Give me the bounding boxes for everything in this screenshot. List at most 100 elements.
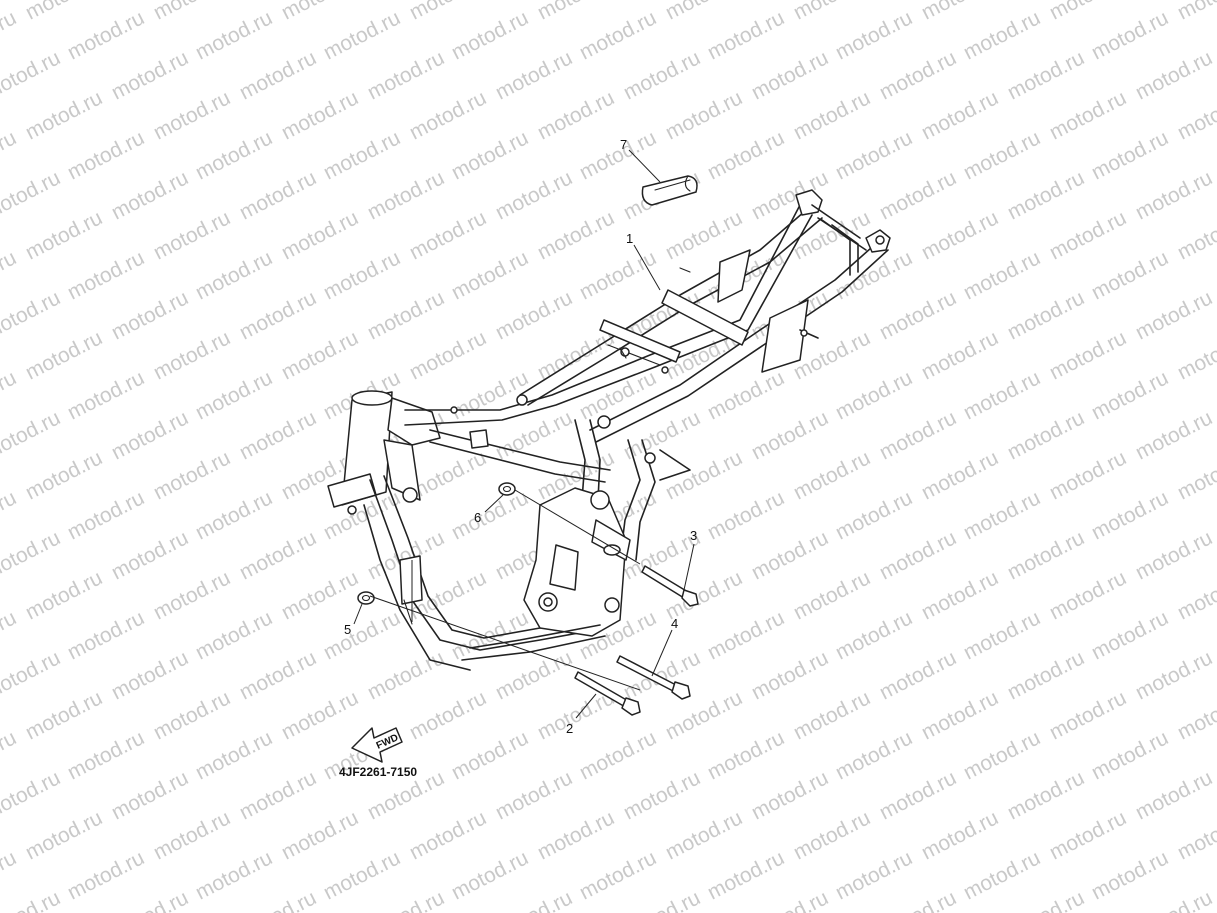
watermark-text: motod.ru — [620, 766, 704, 824]
watermark-text: motod.ru — [150, 206, 234, 264]
callout-1: 1 — [626, 231, 633, 246]
watermark-text: motod.ru — [748, 766, 832, 824]
watermark-text: motod.ru — [278, 206, 362, 264]
watermark-text: motod.ru — [1088, 246, 1172, 304]
watermark-text: motod.ru — [1132, 46, 1216, 104]
watermark-text: motod.ru — [1132, 286, 1216, 344]
watermark-text: motod.ru — [704, 726, 788, 784]
watermark-text: motod.ru — [150, 446, 234, 504]
watermark-text: motod.ru — [960, 486, 1044, 544]
watermark-text: motod.ru — [918, 446, 1002, 504]
watermark-text: motod.ru — [534, 0, 618, 24]
watermark-text: motod.ru — [492, 166, 576, 224]
watermark-text: motod.ru — [364, 886, 448, 913]
watermark-text: motod.ru — [620, 46, 704, 104]
watermark-text: motod.ru — [1088, 486, 1172, 544]
watermark-text: motod.ru — [918, 206, 1002, 264]
part-2-bolt[interactable] — [574, 671, 641, 716]
watermark-text: motod.ru — [1088, 126, 1172, 184]
part-7-cover[interactable] — [641, 175, 698, 206]
watermark-text: motod.ru — [364, 166, 448, 224]
watermark-text: motod.ru — [918, 686, 1002, 744]
watermark-text: motod.ru — [790, 86, 874, 144]
watermark-text: motod.ru — [876, 166, 960, 224]
watermark-text: motod.ru — [832, 126, 916, 184]
watermark-text: motod.ru — [832, 846, 916, 904]
watermark-text: motod.ru — [64, 726, 148, 784]
part-4-bolt[interactable] — [616, 655, 691, 700]
part-1-frame[interactable] — [327, 189, 891, 671]
watermark-text: motod.ru — [1132, 766, 1216, 824]
watermark-text: motod.ru — [22, 686, 106, 744]
watermark-text: motod.ru — [64, 486, 148, 544]
watermark-text: motod.ru — [150, 806, 234, 864]
watermark-text: motod.ru — [22, 86, 106, 144]
watermark-text: motod.ru — [748, 526, 832, 584]
watermark-text: motod.ru — [1004, 766, 1088, 824]
watermark-text: motod.ru — [64, 6, 148, 64]
watermark-text: motod.ru — [108, 406, 192, 464]
watermark-text: motod.ru — [22, 206, 106, 264]
watermark-text: motod.ru — [662, 806, 746, 864]
watermark-text: motod.ru — [364, 46, 448, 104]
watermark-text: motod.ru — [576, 846, 660, 904]
watermark-text: motod.ru — [448, 6, 532, 64]
watermark-text: motod.ru — [364, 646, 448, 704]
watermark-text: motod.ru — [192, 126, 276, 184]
callout-5: 5 — [344, 622, 351, 637]
watermark-text: motod.ru — [0, 46, 64, 104]
watermark-text: motod.ru — [278, 806, 362, 864]
watermark-text: motod.ru — [960, 846, 1044, 904]
watermark-text: motod.ru — [576, 6, 660, 64]
watermark-text: motod.ru — [1046, 0, 1130, 24]
watermark-text: motod.ru — [236, 886, 320, 913]
watermark-text: motod.ru — [448, 726, 532, 784]
watermark-text: motod.ru — [1004, 646, 1088, 704]
watermark-text: motod.ru — [790, 806, 874, 864]
part-3-bolt[interactable] — [641, 565, 699, 607]
watermark-text: motod.ru — [620, 886, 704, 913]
watermark-text: motod.ru — [790, 566, 874, 624]
part-6-nut[interactable] — [498, 482, 516, 496]
watermark-text: motod.ru — [918, 566, 1002, 624]
watermark-text: motod.ru — [1174, 326, 1217, 384]
watermark-text: motod.ru — [236, 166, 320, 224]
watermark-text: motod.ru — [1046, 446, 1130, 504]
watermark-text: motod.ru — [832, 606, 916, 664]
watermark-text: motod.ru — [0, 646, 64, 704]
watermark-text: motod.ru — [832, 726, 916, 784]
watermark-text: motod.ru — [876, 766, 960, 824]
watermark-text: motod.ru — [0, 126, 20, 184]
watermark-text: motod.ru — [64, 246, 148, 304]
watermark-text: motod.ru — [960, 726, 1044, 784]
watermark-text: motod.ru — [534, 806, 618, 864]
watermark-text: motod.ru — [1174, 86, 1217, 144]
watermark-text: motod.ru — [320, 606, 404, 664]
watermark-text: motod.ru — [748, 406, 832, 464]
watermark-text: motod.ru — [192, 366, 276, 424]
watermark-text: motod.ru — [1088, 6, 1172, 64]
watermark-text: motod.ru — [406, 0, 490, 24]
watermark-text: motod.ru — [448, 486, 532, 544]
watermark-text: motod.ru — [1046, 806, 1130, 864]
watermark-text: motod.ru — [0, 486, 20, 544]
watermark-text: motod.ru — [0, 606, 20, 664]
watermark-text: motod.ru — [150, 686, 234, 744]
watermark-text: motod.ru — [0, 286, 64, 344]
callout-labels: 7 1 3 4 2 5 6 — [344, 137, 697, 736]
watermark-text: motod.ru — [22, 326, 106, 384]
watermark-text: motod.ru — [832, 366, 916, 424]
callout-2: 2 — [566, 721, 573, 736]
watermark-text: motod.ru — [236, 46, 320, 104]
watermark-text: motod.ru — [662, 0, 746, 24]
watermark-text: motod.ru — [1088, 606, 1172, 664]
watermark-text: motod.ru — [704, 126, 788, 184]
watermark-text: motod.ru — [108, 766, 192, 824]
watermark-text: motod.ru — [1004, 286, 1088, 344]
watermark-text: motod.ru — [704, 606, 788, 664]
watermark-text: motod.ru — [790, 0, 874, 24]
part-5-nut[interactable] — [357, 591, 375, 605]
watermark-text: motod.ru — [662, 86, 746, 144]
watermark-text: motod.ru — [832, 6, 916, 64]
